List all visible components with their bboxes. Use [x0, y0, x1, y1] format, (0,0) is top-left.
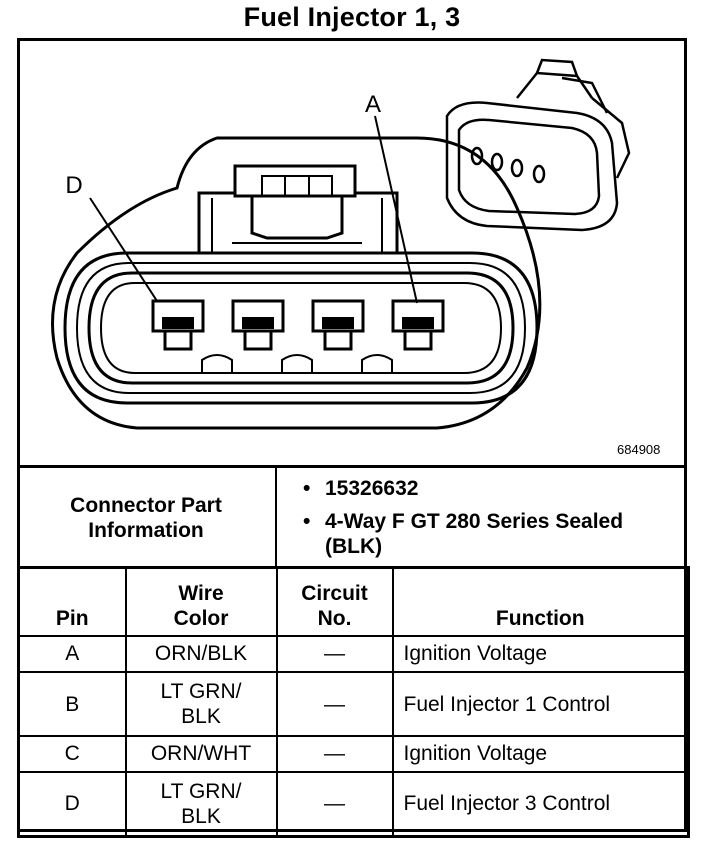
connector-info-label: Connector Part Information — [17, 468, 277, 568]
connector-housing-ring-1 — [63, 251, 539, 405]
header-circuit: Circuit No. — [275, 566, 394, 637]
header-wire-color: Wire Color — [124, 566, 278, 637]
table-row: D LT GRN/ BLK — Fuel Injector 3 Control — [17, 771, 690, 838]
connector-info-list: • 15326632 • 4-Way F GT 280 Series Seale… — [275, 476, 675, 567]
connector-housing-ring-4 — [99, 282, 503, 374]
connector-info-item: • 4-Way F GT 280 Series Sealed (BLK) — [303, 509, 675, 559]
connector-housing-outer — [51, 136, 542, 430]
pin-label-a: A — [365, 91, 381, 118]
cell-function: Fuel Injector 3 Control — [391, 771, 690, 838]
cell-pin: B — [17, 671, 127, 737]
connector-info-section: Connector Part Information • 15326632 • … — [17, 465, 687, 568]
table-row: C ORN/WHT — Ignition Voltage — [17, 735, 690, 773]
table-row: A ORN/BLK — Ignition Voltage — [17, 635, 690, 673]
page-title: Fuel Injector 1, 3 — [243, 2, 461, 32]
pin-cavity-d — [151, 299, 205, 351]
locking-tab-top — [233, 164, 357, 198]
cell-wire-color: ORN/BLK — [124, 635, 278, 673]
table-row: B LT GRN/ BLK — Fuel Injector 1 Control — [17, 671, 690, 737]
header-function: Function — [391, 566, 690, 637]
diagram-reference-code: 684908 — [617, 442, 661, 457]
cell-function: Fuel Injector 1 Control — [391, 671, 690, 737]
locking-tab-slot — [261, 175, 333, 197]
cell-wire-color: ORN/WHT — [124, 735, 278, 773]
connector-description: 4-Way F GT 280 Series Sealed (BLK) — [325, 510, 624, 558]
cell-function: Ignition Voltage — [391, 635, 690, 673]
cell-circuit: — — [275, 671, 394, 737]
cell-pin: C — [17, 735, 127, 773]
cell-circuit: — — [275, 735, 394, 773]
cell-wire-color: LT GRN/ BLK — [124, 671, 278, 737]
table-header-row: Pin Wire Color Circuit No. Function — [17, 566, 690, 637]
pin-cavity-b — [311, 299, 365, 351]
pin-label-d: D — [65, 172, 82, 199]
pin-table: Pin Wire Color Circuit No. Function A OR… — [17, 566, 690, 838]
connector-diagram: A D — [51, 58, 631, 430]
cell-wire-color: LT GRN/ BLK — [124, 771, 278, 838]
cell-pin: A — [17, 635, 127, 673]
connector-housing-ring-2 — [75, 262, 527, 394]
connector-perspective-icon — [445, 58, 631, 232]
header-pin: Pin — [17, 566, 127, 637]
cell-function: Ignition Voltage — [391, 735, 690, 773]
leader-line-d — [89, 197, 158, 302]
header-circuit-text: Circuit No. — [301, 582, 368, 630]
bullet: • — [303, 510, 311, 533]
part-number: 15326632 — [325, 477, 419, 500]
leader-line-a — [374, 115, 418, 304]
cell-circuit: — — [275, 635, 394, 673]
polarization-keys — [201, 354, 393, 373]
pin-cavity-c — [231, 299, 285, 351]
header-wire-color-text: Wire Color — [173, 582, 229, 630]
cell-circuit: — — [275, 771, 394, 838]
bullet: • — [303, 477, 311, 500]
pin-cavity-a — [391, 299, 445, 351]
connector-housing-ring-3 — [87, 271, 515, 385]
connector-info-item: • 15326632 — [303, 476, 675, 501]
cell-pin: D — [17, 771, 127, 838]
